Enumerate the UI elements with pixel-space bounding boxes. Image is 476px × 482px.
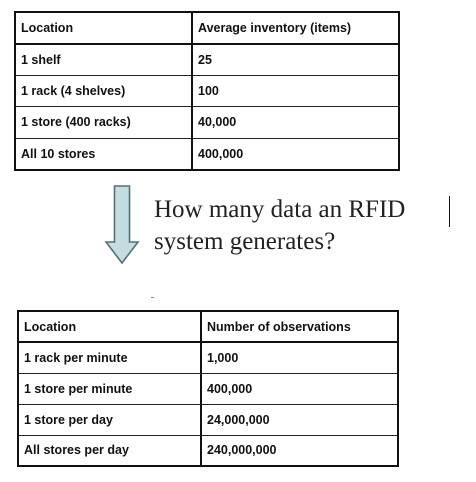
- cell-value: 100: [191, 74, 400, 107]
- table-row: 1 store per minute 400,000: [17, 372, 399, 405]
- cell-value: 400,000: [191, 137, 400, 170]
- table-row: All stores per day 240,000,000: [17, 434, 399, 467]
- cell-location: 1 store per day: [17, 403, 202, 436]
- text-cursor: [449, 196, 450, 227]
- down-arrow-icon: [104, 185, 140, 265]
- question-text: How many data an RFID system generates?: [154, 196, 406, 255]
- cell-location: All stores per day: [17, 434, 202, 467]
- header-location: Location: [17, 310, 202, 343]
- table-header-row: Location Average inventory (items): [14, 11, 400, 45]
- observations-table: Location Number of observations 1 rack p…: [17, 310, 399, 467]
- cell-value: 40,000: [191, 106, 400, 139]
- header-average-inventory: Average inventory (items): [191, 11, 400, 45]
- cell-value: 24,000,000: [200, 403, 399, 436]
- table-row: 1 rack per minute 1,000: [17, 341, 399, 374]
- cell-location: 1 rack (4 shelves): [14, 74, 193, 107]
- table-row: 1 shelf 25: [14, 43, 400, 76]
- table-row: 1 rack (4 shelves) 100: [14, 74, 400, 107]
- table-header-row: Location Number of observations: [17, 310, 399, 343]
- cell-location: 1 store (400 racks): [14, 106, 193, 139]
- cell-location: All 10 stores: [14, 137, 193, 170]
- table-row: 1 store per day 24,000,000: [17, 403, 399, 436]
- table-row: All 10 stores 400,000: [14, 137, 400, 170]
- inventory-table: Location Average inventory (items) 1 she…: [14, 11, 400, 171]
- stray-mark: [151, 297, 154, 298]
- cell-value: 240,000,000: [200, 434, 399, 467]
- cell-value: 400,000: [200, 372, 399, 405]
- cell-value: 25: [191, 43, 400, 76]
- cell-value: 1,000: [200, 341, 399, 374]
- cell-location: 1 rack per minute: [17, 341, 202, 374]
- cell-location: 1 shelf: [14, 43, 193, 76]
- header-location: Location: [14, 11, 193, 45]
- cell-location: 1 store per minute: [17, 372, 202, 405]
- header-number-of-observations: Number of observations: [200, 310, 399, 343]
- table-row: 1 store (400 racks) 40,000: [14, 106, 400, 139]
